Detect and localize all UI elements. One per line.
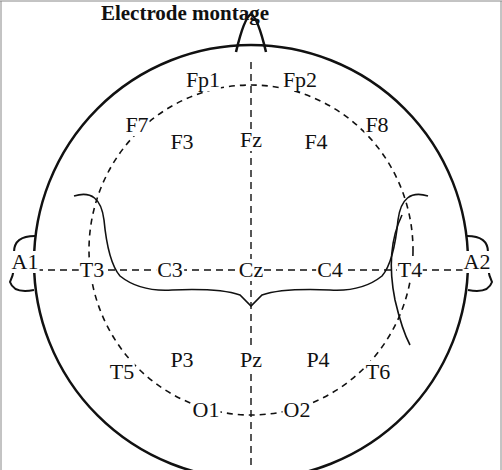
diagram-title: Electrode montage	[0, 0, 370, 26]
electrode-label: O1	[192, 399, 221, 421]
electrode-label: P4	[305, 349, 330, 371]
electrode-label: T4	[397, 259, 423, 281]
electrode-label: F4	[303, 131, 328, 153]
electrode-label: P3	[169, 349, 194, 371]
electrode-label: Cz	[238, 259, 264, 281]
electrode-label: T6	[365, 361, 391, 383]
electrode-label: Fp2	[282, 69, 318, 91]
electrode-label: Fz	[239, 129, 263, 151]
electrode-label: O2	[283, 399, 312, 421]
electrode-label: Pz	[239, 349, 263, 371]
electrode-label: F8	[364, 114, 389, 136]
electrode-label: A2	[463, 251, 492, 273]
electrode-label: T5	[109, 361, 135, 383]
electrode-label: C4	[316, 259, 344, 281]
electrode-label: C3	[156, 259, 184, 281]
electrode-label: F7	[124, 114, 149, 136]
electrode-label: Fp1	[185, 69, 221, 91]
electrode-label: A1	[11, 251, 40, 273]
electrode-label: F3	[169, 131, 194, 153]
electrode-label: T3	[79, 259, 105, 281]
